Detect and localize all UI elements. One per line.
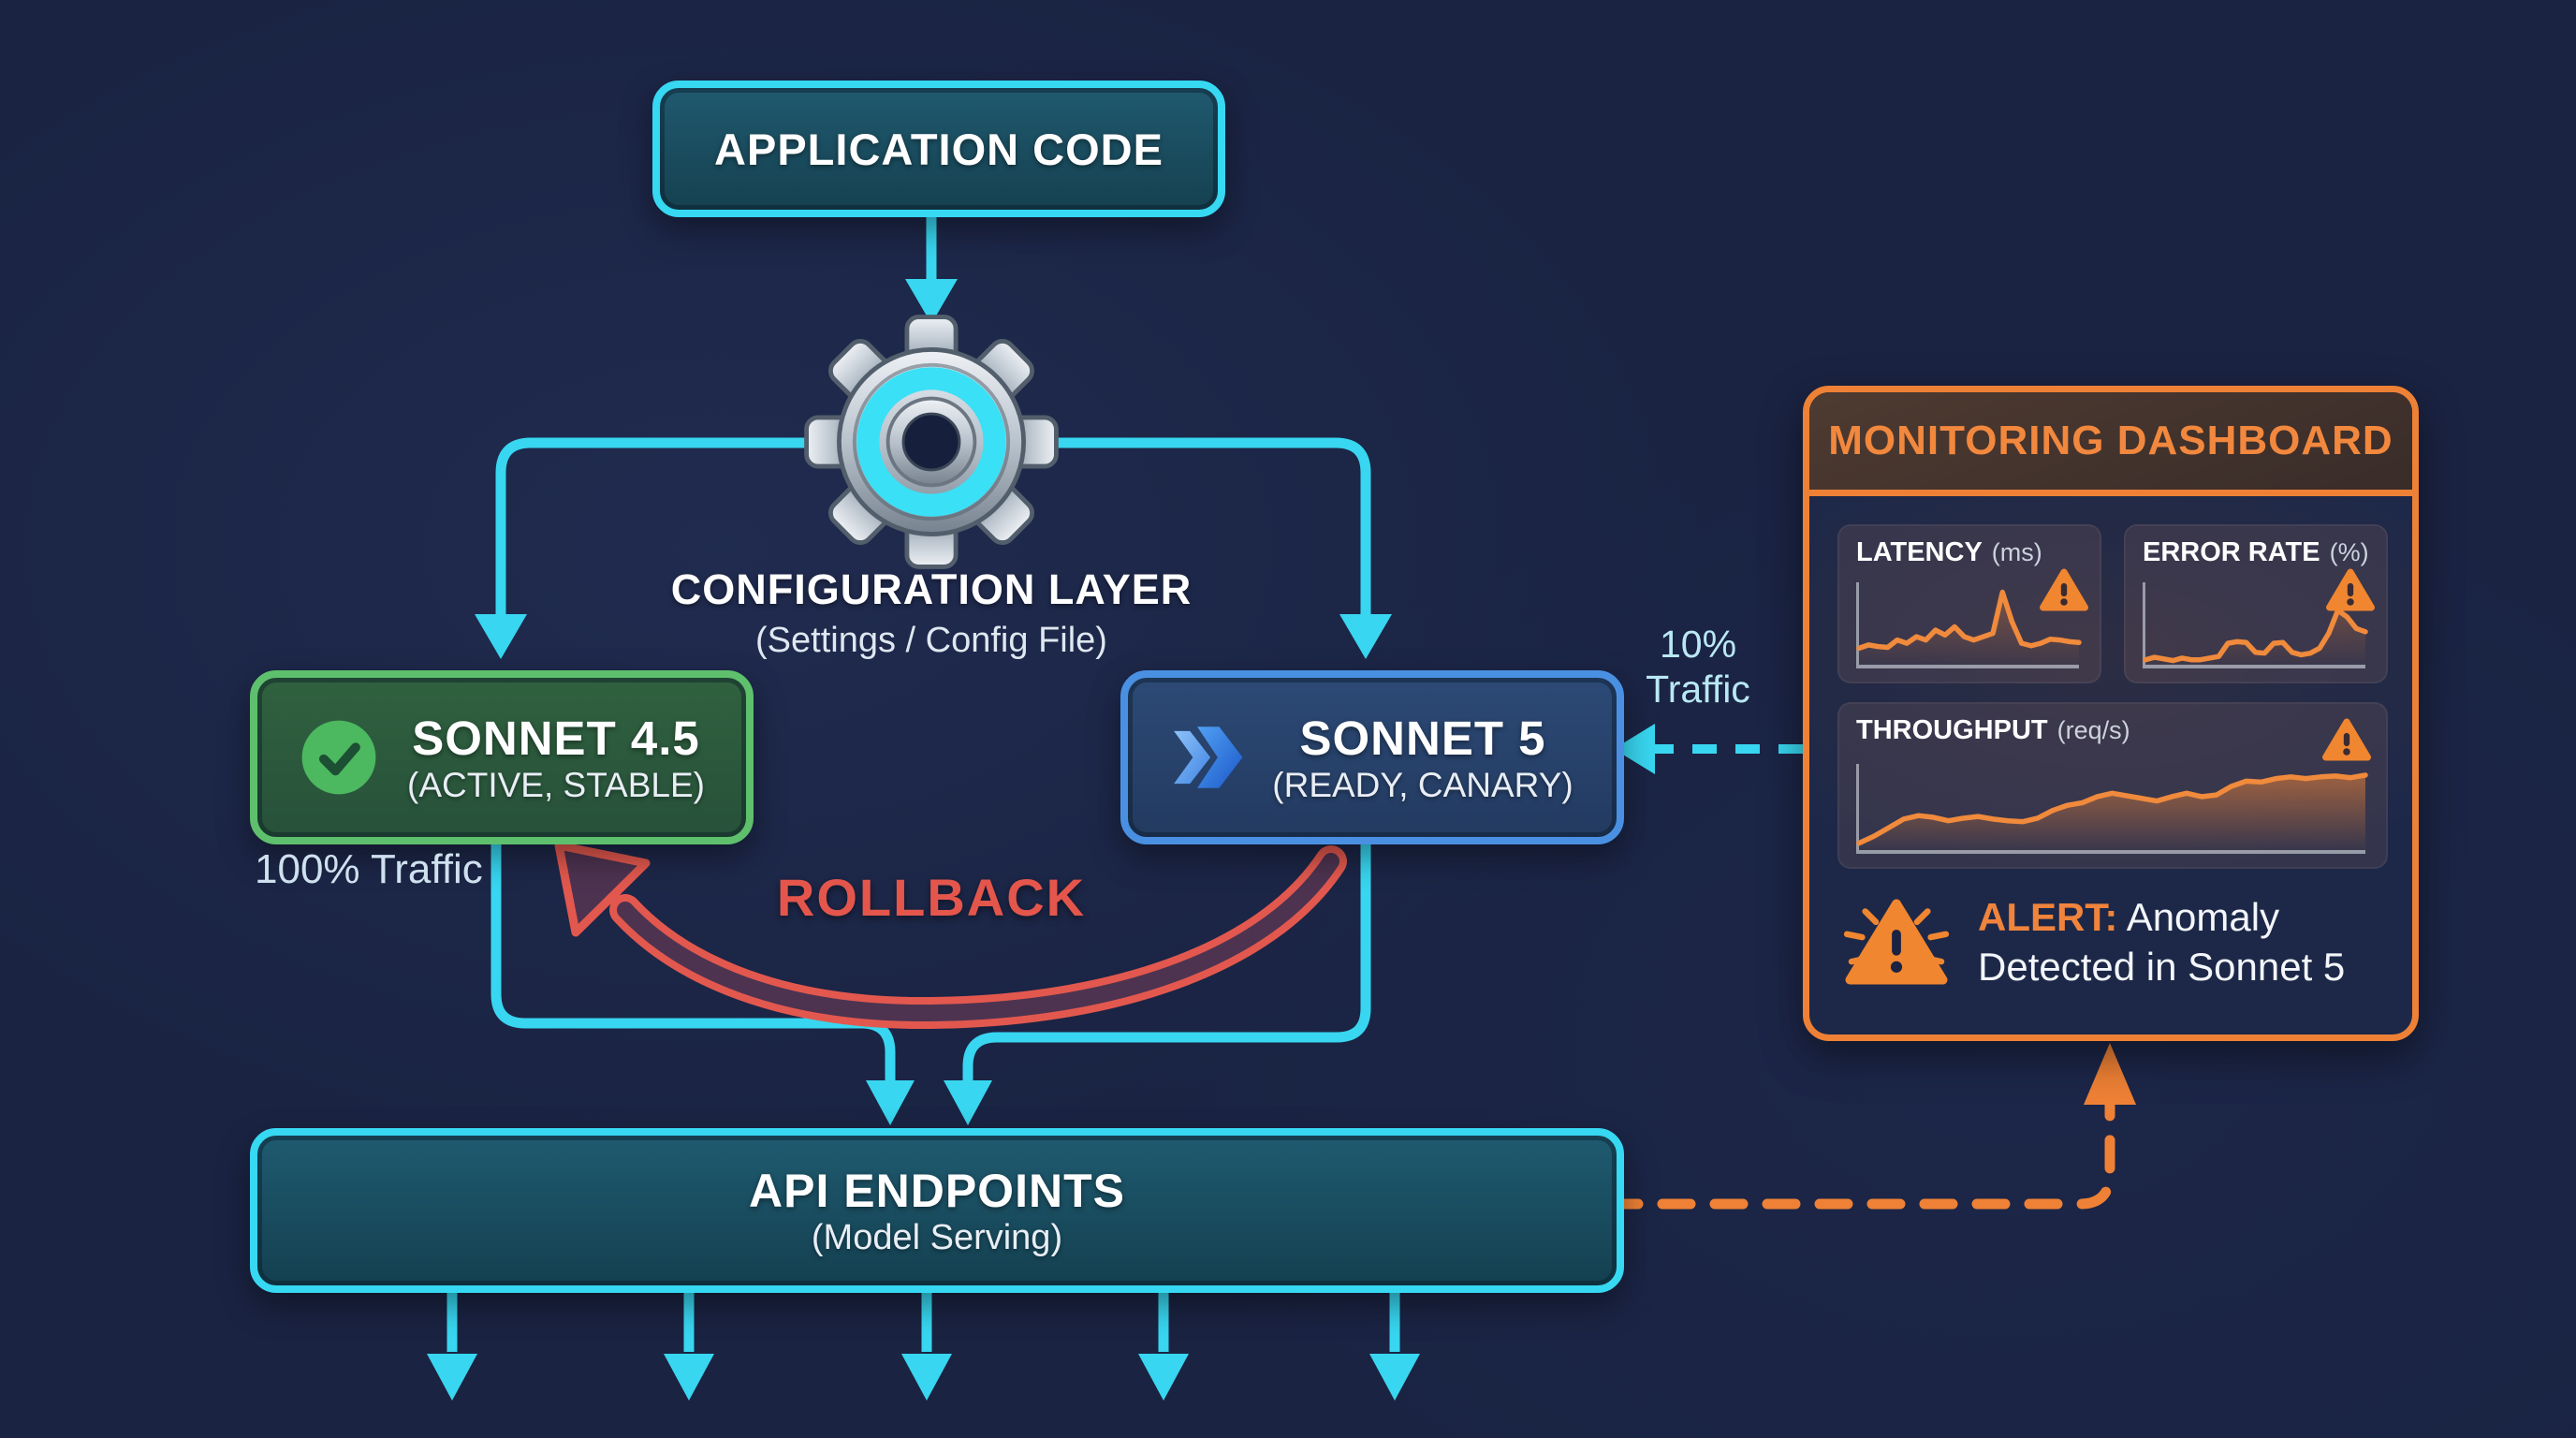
double-chevron-icon: [1174, 726, 1243, 788]
error-rate-card-title: ERROR RATE (%): [2143, 537, 2369, 568]
latency-metric-unit: (ms): [1991, 538, 2042, 566]
error-rate-card: ERROR RATE (%): [2124, 524, 2388, 683]
api-endpoints-title: API ENDPOINTS: [749, 1164, 1125, 1217]
dashboard-title: MONITORING DASHBOARD: [1828, 418, 2393, 463]
dashboard-body: LATENCY (ms): [1809, 496, 2412, 992]
canary-traffic-line1: 10%: [1659, 623, 1737, 666]
error-rate-metric-unit: (%): [2329, 538, 2369, 566]
latency-metric-name: LATENCY: [1856, 537, 1983, 567]
metrics-feed-arrow: [1604, 1043, 2136, 1210]
alert-banner: ALERT: Anomaly Detected in Sonnet 5: [1837, 891, 2388, 992]
sonnet-4-5-title: SONNET 4.5: [412, 711, 700, 765]
alert-prefix: ALERT:: [1978, 894, 2118, 939]
throughput-metric-unit: (req/s): [2056, 716, 2130, 744]
throughput-chart: [1856, 764, 2365, 854]
alert-line2: Detected in Sonnet 5: [1978, 945, 2346, 989]
configuration-gear: [796, 306, 1067, 578]
latency-card-title: LATENCY (ms): [1856, 537, 2042, 568]
throughput-metric-name: THROUGHPUT: [1856, 715, 2048, 745]
rollback-arrow: [554, 841, 1347, 1030]
latency-chart: [1856, 582, 2079, 668]
throughput-card-title: THROUGHPUT (req/s): [1856, 715, 2130, 746]
monitoring-dashboard-panel: MONITORING DASHBOARD LATENCY (ms): [1803, 386, 2419, 1041]
configuration-layer-subtitle: (Settings / Config File): [755, 621, 1107, 660]
application-code-node: APPLICATION CODE: [652, 81, 1225, 217]
warning-triangle-icon: [2322, 718, 2371, 761]
canary-traffic-label: 10% Traffic: [1632, 622, 1764, 712]
dashboard-header: MONITORING DASHBOARD: [1809, 392, 2412, 496]
error-rate-chart: [2143, 582, 2365, 668]
sonnet-5-title: SONNET 5: [1299, 711, 1546, 765]
stable-traffic-label: 100% Traffic: [255, 846, 483, 892]
application-code-label: APPLICATION CODE: [714, 124, 1164, 174]
sonnet-5-subtitle: (READY, CANARY): [1272, 765, 1573, 804]
sonnet-4-5-node: SONNET 4.5 (ACTIVE, STABLE): [250, 670, 754, 844]
canary-traffic-line2: Traffic: [1646, 668, 1750, 712]
throughput-card: THROUGHPUT (req/s): [1837, 702, 2388, 869]
configuration-layer-title: CONFIGURATION LAYER: [670, 565, 1193, 613]
check-circle-icon: [301, 720, 376, 795]
alert-message: ALERT: Anomaly Detected in Sonnet 5: [1978, 892, 2345, 992]
alert-line1: Anomaly: [2126, 894, 2280, 939]
latency-card: LATENCY (ms): [1837, 524, 2101, 683]
flow-arrowheads: [427, 279, 1420, 1401]
alert-triangle-icon: [1843, 899, 1950, 985]
error-rate-metric-name: ERROR RATE: [2143, 537, 2320, 567]
sonnet-5-node: SONNET 5 (READY, CANARY): [1120, 670, 1624, 844]
configuration-layer-label: CONFIGURATION LAYER (Settings / Config F…: [557, 565, 1306, 661]
canary-traffic-arrow: [1614, 724, 1803, 774]
rollback-label: ROLLBACK: [776, 868, 1087, 927]
warning-triangle-icon: [2040, 568, 2088, 611]
sonnet-4-5-subtitle: (ACTIVE, STABLE): [407, 765, 705, 804]
warning-triangle-icon: [2326, 568, 2375, 611]
api-endpoints-subtitle: (Model Serving): [811, 1217, 1063, 1257]
api-endpoints-node: API ENDPOINTS (Model Serving): [250, 1128, 1624, 1293]
gear-icon: [804, 315, 1059, 569]
